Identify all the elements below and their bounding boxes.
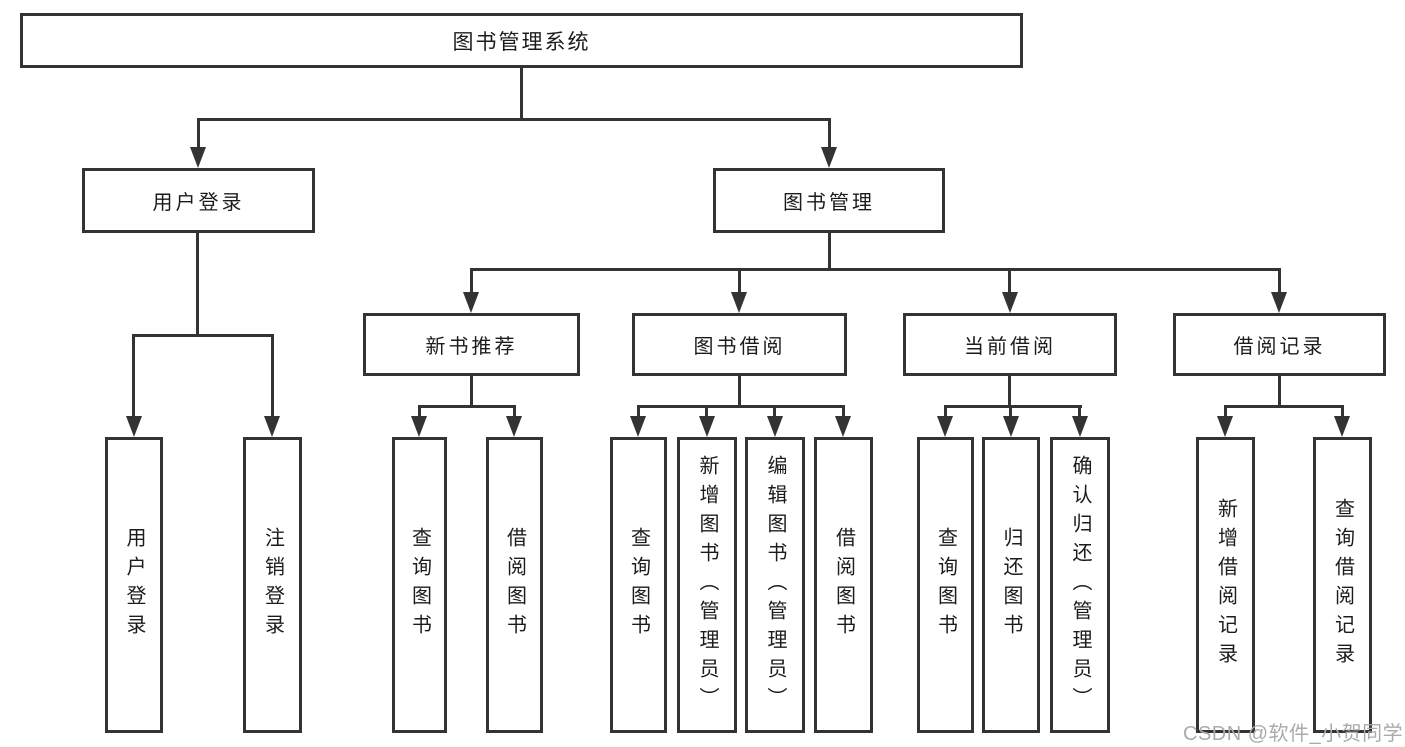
node-book-borrowing: 图书借阅 <box>632 313 847 376</box>
arrow-down-icon <box>264 416 280 437</box>
arrow-down-icon <box>1271 292 1287 313</box>
node-label: 新书推荐 <box>425 336 518 358</box>
leaf-records-query-borrow-record: 查询借阅记录 <box>1313 437 1372 733</box>
arrow-down-icon <box>190 147 206 168</box>
arrow-down-icon <box>1217 416 1233 437</box>
connector-vline <box>738 268 741 294</box>
leaf-recommend-borrow-books: 借阅图书 <box>486 437 543 733</box>
leaf-logout: 注销登录 <box>243 437 302 733</box>
node-label: 查询图书 <box>408 527 431 643</box>
node-label: 当前借阅 <box>964 336 1056 358</box>
node-book-management: 图书管理 <box>713 168 945 233</box>
arrow-down-icon <box>630 416 646 437</box>
arrow-down-icon <box>821 147 837 168</box>
node-label: 借阅记录 <box>1233 336 1326 358</box>
node-library-management-system: 图书管理系统 <box>20 13 1023 68</box>
leaf-borrowing-add-books-admin: 新增图书（管理员） <box>677 437 737 733</box>
connector-vline <box>828 118 831 149</box>
node-label: 归还图书 <box>1000 527 1022 643</box>
node-label: 编辑图书（管理员） <box>764 454 786 716</box>
node-label: 注销登录 <box>261 527 284 643</box>
leaf-borrowing-edit-books-admin: 编辑图书（管理员） <box>745 437 805 733</box>
connector-hline <box>197 118 831 121</box>
connector-hline <box>944 405 1082 408</box>
connector-vline <box>1009 405 1012 418</box>
node-label: 借阅图书 <box>832 527 855 643</box>
connector-vline <box>513 405 516 418</box>
connector-vline <box>1278 268 1281 294</box>
arrow-down-icon <box>835 416 851 437</box>
arrow-down-icon <box>1334 416 1350 437</box>
node-label: 图书管理 <box>783 192 875 214</box>
node-label: 确认归还（管理员） <box>1069 454 1091 716</box>
arrow-down-icon <box>463 292 479 313</box>
connector-vline <box>738 374 741 407</box>
connector-vline <box>132 334 135 418</box>
arrow-down-icon <box>731 292 747 313</box>
leaf-records-add-borrow-record: 新增借阅记录 <box>1196 437 1255 733</box>
leaf-current-query-books: 查询图书 <box>917 437 974 733</box>
leaf-recommend-query-books: 查询图书 <box>392 437 447 733</box>
node-label: 图书管理系统 <box>452 30 591 54</box>
node-label: 借阅图书 <box>503 527 526 643</box>
node-label: 新增借阅记录 <box>1214 498 1237 672</box>
arrow-down-icon <box>937 416 953 437</box>
arrow-down-icon <box>411 416 427 437</box>
node-new-book-recommendation: 新书推荐 <box>363 313 580 376</box>
connector-vline <box>773 405 776 418</box>
connector-vline <box>1224 405 1227 418</box>
leaf-borrowing-borrow-books: 借阅图书 <box>814 437 873 733</box>
node-label: 用户登录 <box>123 527 145 643</box>
leaf-current-confirm-return-admin: 确认归还（管理员） <box>1050 437 1110 733</box>
leaf-user-login: 用户登录 <box>105 437 163 733</box>
node-label: 用户登录 <box>152 192 245 214</box>
arrow-down-icon <box>126 416 142 437</box>
arrow-down-icon <box>1002 292 1018 313</box>
arrow-down-icon <box>506 416 522 437</box>
node-label: 图书借阅 <box>693 336 786 358</box>
node-current-borrowing: 当前借阅 <box>903 313 1117 376</box>
connector-vline <box>470 374 473 407</box>
connector-vline <box>842 405 845 418</box>
watermark: CSDN @软件_小贺同学 <box>1183 723 1404 745</box>
connector-vline <box>196 231 199 337</box>
connector-vline <box>470 268 473 294</box>
connector-vline <box>1341 405 1344 418</box>
node-label: 查询借阅记录 <box>1331 498 1354 672</box>
connector-hline <box>132 334 274 337</box>
connector-vline <box>705 405 708 418</box>
arrow-down-icon <box>1072 416 1088 437</box>
connector-vline <box>1008 374 1011 407</box>
leaf-current-return-books: 归还图书 <box>982 437 1040 733</box>
node-borrowing-records: 借阅记录 <box>1173 313 1386 376</box>
connector-vline <box>1008 268 1011 294</box>
connector-vline <box>197 118 200 149</box>
connector-vline <box>944 405 947 418</box>
node-label: 新增图书（管理员） <box>696 454 718 716</box>
node-label: 查询图书 <box>627 527 650 643</box>
connector-vline <box>1278 374 1281 407</box>
node-label: 查询图书 <box>934 527 957 643</box>
connector-hline <box>1224 405 1344 408</box>
arrow-down-icon <box>1003 416 1019 437</box>
arrow-down-icon <box>699 416 715 437</box>
connector-vline <box>1078 405 1081 418</box>
node-user-login: 用户登录 <box>82 168 315 233</box>
connector-vline <box>418 405 421 418</box>
connector-vline <box>637 405 640 418</box>
connector-hline <box>470 268 1281 271</box>
arrow-down-icon <box>767 416 783 437</box>
connector-vline <box>520 66 523 119</box>
connector-hline <box>637 405 845 408</box>
connector-hline <box>418 405 516 408</box>
leaf-borrowing-query-books: 查询图书 <box>610 437 667 733</box>
connector-vline <box>828 231 831 270</box>
connector-vline <box>271 334 274 418</box>
